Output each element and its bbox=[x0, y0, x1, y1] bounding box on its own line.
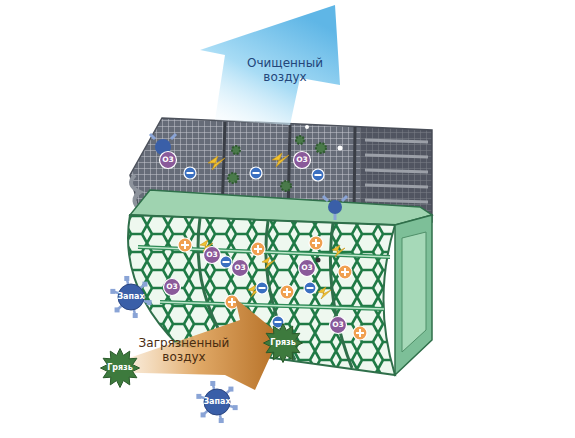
particle-label: O3 bbox=[329, 316, 347, 334]
arrow-label: Загрязненный воздух bbox=[128, 337, 240, 365]
odor-molecule: Запах bbox=[195, 380, 239, 424]
particle-label: O3 bbox=[298, 259, 316, 277]
spark-symbols bbox=[200, 153, 345, 299]
particle-label: O3 bbox=[231, 259, 249, 277]
particle-label: O3 bbox=[163, 278, 181, 296]
particle-label: Запах bbox=[195, 380, 239, 424]
green-ionizer-filter bbox=[128, 190, 432, 375]
ozone-molecule: O3 bbox=[231, 259, 249, 277]
ozone-molecule: O3 bbox=[298, 259, 316, 277]
particle-label: Грязь bbox=[100, 348, 140, 388]
particle-label: O3 bbox=[293, 151, 311, 169]
clean-air-arrow: Очищенный воздух bbox=[195, 0, 345, 128]
odor-molecule: Запах bbox=[109, 275, 153, 319]
ozone-molecule: O3 bbox=[203, 246, 221, 264]
negative-ions bbox=[184, 167, 324, 328]
ozone-molecule: O3 bbox=[293, 151, 311, 169]
particle-label: Запах bbox=[109, 275, 153, 319]
particle-label: Грязь bbox=[263, 323, 303, 363]
arrow-label: Очищенный воздух bbox=[235, 57, 335, 85]
positive-ions bbox=[178, 236, 367, 340]
dirt-particle: Грязь bbox=[263, 323, 303, 363]
particle-label: O3 bbox=[159, 151, 177, 169]
dirt-particle: Грязь bbox=[100, 348, 140, 388]
ozone-molecule: O3 bbox=[329, 316, 347, 334]
ozone-molecule: O3 bbox=[159, 151, 177, 169]
ozone-molecule: O3 bbox=[163, 278, 181, 296]
particles bbox=[150, 125, 347, 263]
particle-label: O3 bbox=[203, 246, 221, 264]
